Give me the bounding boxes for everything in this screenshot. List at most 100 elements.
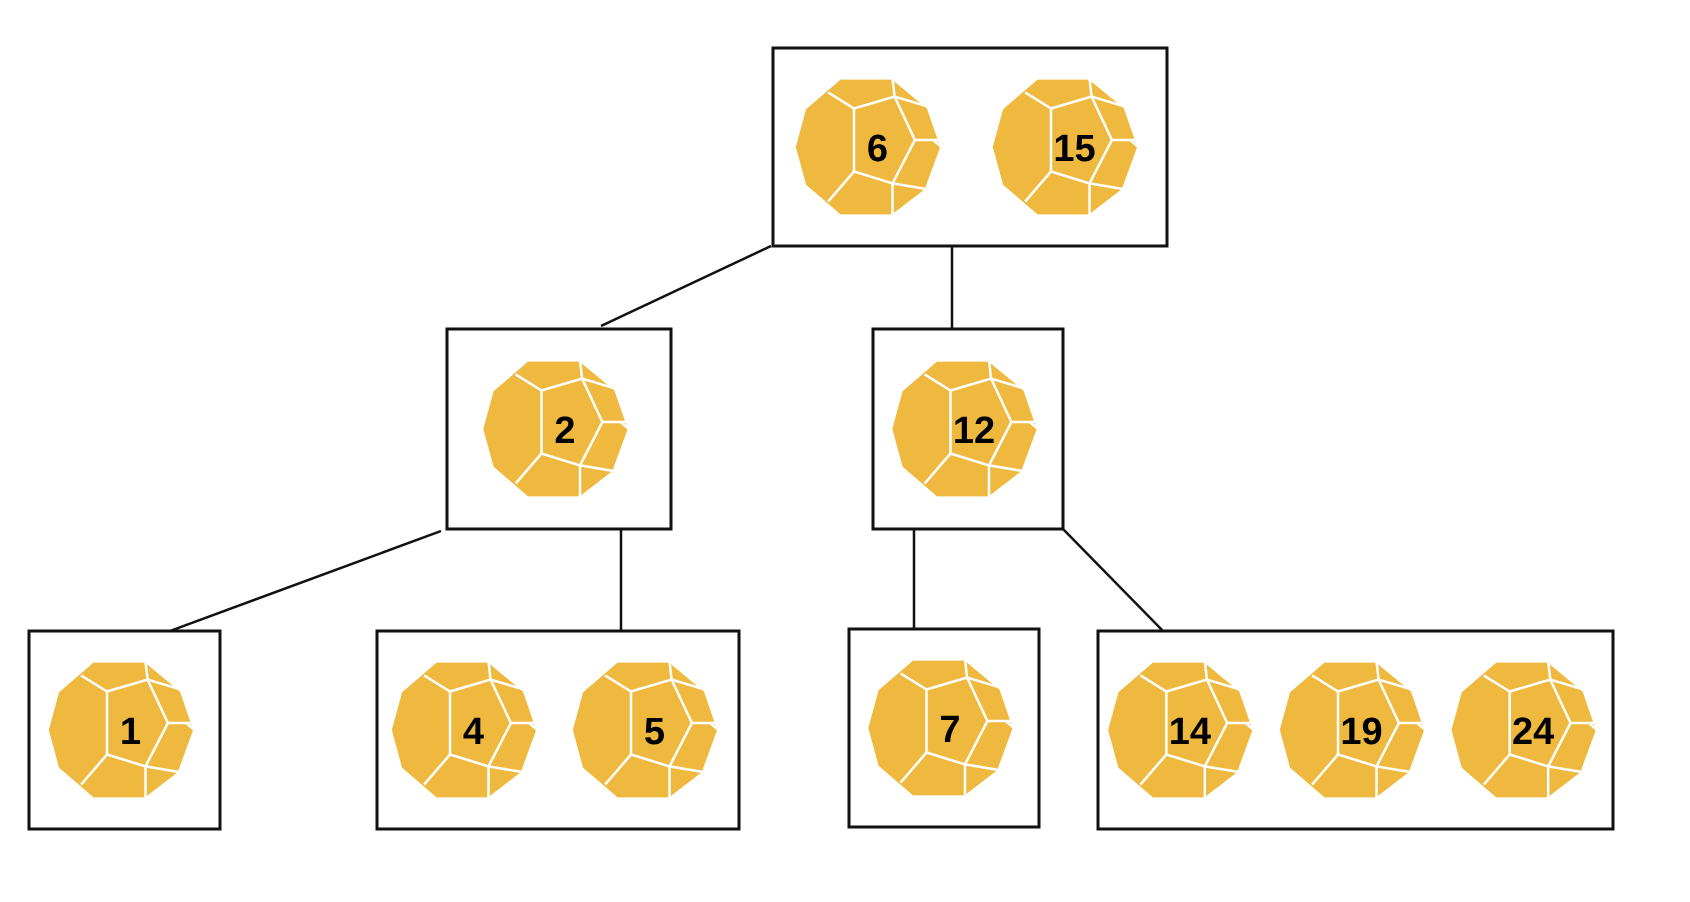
die-center-face xyxy=(925,676,989,766)
die-facet-edge xyxy=(1139,674,1167,693)
die-facet-edge xyxy=(1088,78,1093,97)
die-facet-edge xyxy=(1416,722,1427,731)
die-facet-edge xyxy=(671,678,705,691)
die-facet-edge xyxy=(1587,722,1598,731)
die-facet-edge xyxy=(1028,421,1039,430)
die-facet-edge xyxy=(964,763,999,772)
die-facet-edge xyxy=(514,373,543,392)
die-facet-edge xyxy=(932,139,943,148)
die-facet-edge xyxy=(1376,765,1411,774)
node-key-label: 12 xyxy=(953,410,995,452)
node-key-label: 5 xyxy=(644,711,665,753)
die-facet-edge xyxy=(668,661,673,680)
die-facet-edge xyxy=(1547,765,1582,774)
die-center-face xyxy=(1508,678,1572,768)
die-facet-edge xyxy=(891,78,896,97)
die-facet-edge xyxy=(490,678,524,691)
node-key-label: 24 xyxy=(1512,711,1554,753)
die-facet-edge xyxy=(1203,661,1209,680)
die-facet-edge xyxy=(1546,661,1552,680)
die-facet-edge xyxy=(528,722,539,731)
node-key-label: 6 xyxy=(867,128,888,170)
node-key-label: 14 xyxy=(1169,711,1211,753)
die-facet-edge xyxy=(147,678,181,691)
die-center-face xyxy=(1336,678,1401,768)
tree-edge xyxy=(169,529,442,633)
die-facet-edge xyxy=(488,765,523,774)
tree-node: 1 xyxy=(27,629,222,831)
die-facet-edge xyxy=(487,661,492,680)
die-facet-edge xyxy=(1024,91,1052,110)
node-key-label: 1 xyxy=(120,711,141,753)
die-facet-edge xyxy=(709,722,720,731)
die-center-face xyxy=(949,377,1013,467)
die-center-face xyxy=(1165,678,1229,768)
dodecahedron-die-icon xyxy=(1448,660,1599,800)
die-facet-edge xyxy=(966,676,1001,689)
die-facet-edge xyxy=(604,674,632,693)
die-facet-edge xyxy=(923,373,952,392)
die-facet-edge xyxy=(1378,678,1412,691)
die-facet-edge xyxy=(899,751,928,784)
die-facet-edge xyxy=(185,722,196,731)
node-key-label: 4 xyxy=(463,711,484,753)
dodecahedron-die-icon xyxy=(480,359,631,499)
die-facet-edge xyxy=(1549,678,1584,691)
node-key-label: 7 xyxy=(939,709,960,751)
die-facet-edge xyxy=(923,452,952,485)
die-facet-edge xyxy=(1206,678,1241,691)
die-facet-edge xyxy=(1311,674,1339,693)
die-facet-edge xyxy=(988,464,1023,473)
tree-node: 6 15 xyxy=(771,46,1169,248)
die-facet-edge xyxy=(1091,95,1125,108)
die-facet-edge xyxy=(604,753,632,786)
die-facet-edge xyxy=(894,95,928,108)
dodecahedron-die-icon xyxy=(990,77,1140,217)
die-facet-edge xyxy=(423,753,451,786)
die-facet-edge xyxy=(145,765,180,774)
dodecahedron-die-icon xyxy=(889,359,1040,499)
die-center-face xyxy=(540,377,604,467)
die-facet-edge xyxy=(1204,765,1239,774)
tree-edge xyxy=(600,244,772,328)
die-facet-edge xyxy=(1483,674,1511,693)
tree-node: 7 xyxy=(847,627,1041,829)
die-facet-edge xyxy=(669,765,704,774)
die-facet-edge xyxy=(579,464,614,473)
die-center-face xyxy=(852,95,917,185)
dodecahedron-die-icon xyxy=(1105,660,1256,800)
die-facet-edge xyxy=(892,182,927,191)
die-facet-edge xyxy=(1375,661,1380,680)
tree-node: 14 19 24 xyxy=(1096,629,1615,831)
die-facet-edge xyxy=(1482,753,1511,786)
die-facet-edge xyxy=(827,170,855,203)
die-facet-edge xyxy=(963,659,969,678)
tree-edge xyxy=(1062,528,1164,632)
die-facet-edge xyxy=(144,661,149,680)
die-facet-edge xyxy=(581,377,616,390)
die-facet-edge xyxy=(80,674,108,693)
die-facet-edge xyxy=(1311,753,1339,786)
dodecahedron-die-icon xyxy=(389,660,539,800)
die-facet-edge xyxy=(899,672,928,691)
dodecahedron-die-icon xyxy=(46,660,196,800)
die-facet-edge xyxy=(619,421,630,430)
die-center-face xyxy=(629,678,694,768)
dodecahedron-die-icon xyxy=(793,77,943,217)
tree-node: 2 xyxy=(445,327,673,531)
die-facet-edge xyxy=(1024,170,1052,203)
die-facet-edge xyxy=(1004,720,1015,729)
node-key-label: 2 xyxy=(554,410,575,452)
die-center-face xyxy=(105,678,170,768)
node-key-label: 19 xyxy=(1340,711,1382,753)
die-facet-edge xyxy=(1129,139,1140,148)
tree-node: 12 xyxy=(871,327,1065,531)
die-facet-edge xyxy=(990,377,1025,390)
die-facet-edge xyxy=(1139,753,1168,786)
dodecahedron-die-icon xyxy=(1277,660,1427,800)
die-facet-edge xyxy=(1089,182,1124,191)
node-key-label: 15 xyxy=(1053,128,1095,170)
